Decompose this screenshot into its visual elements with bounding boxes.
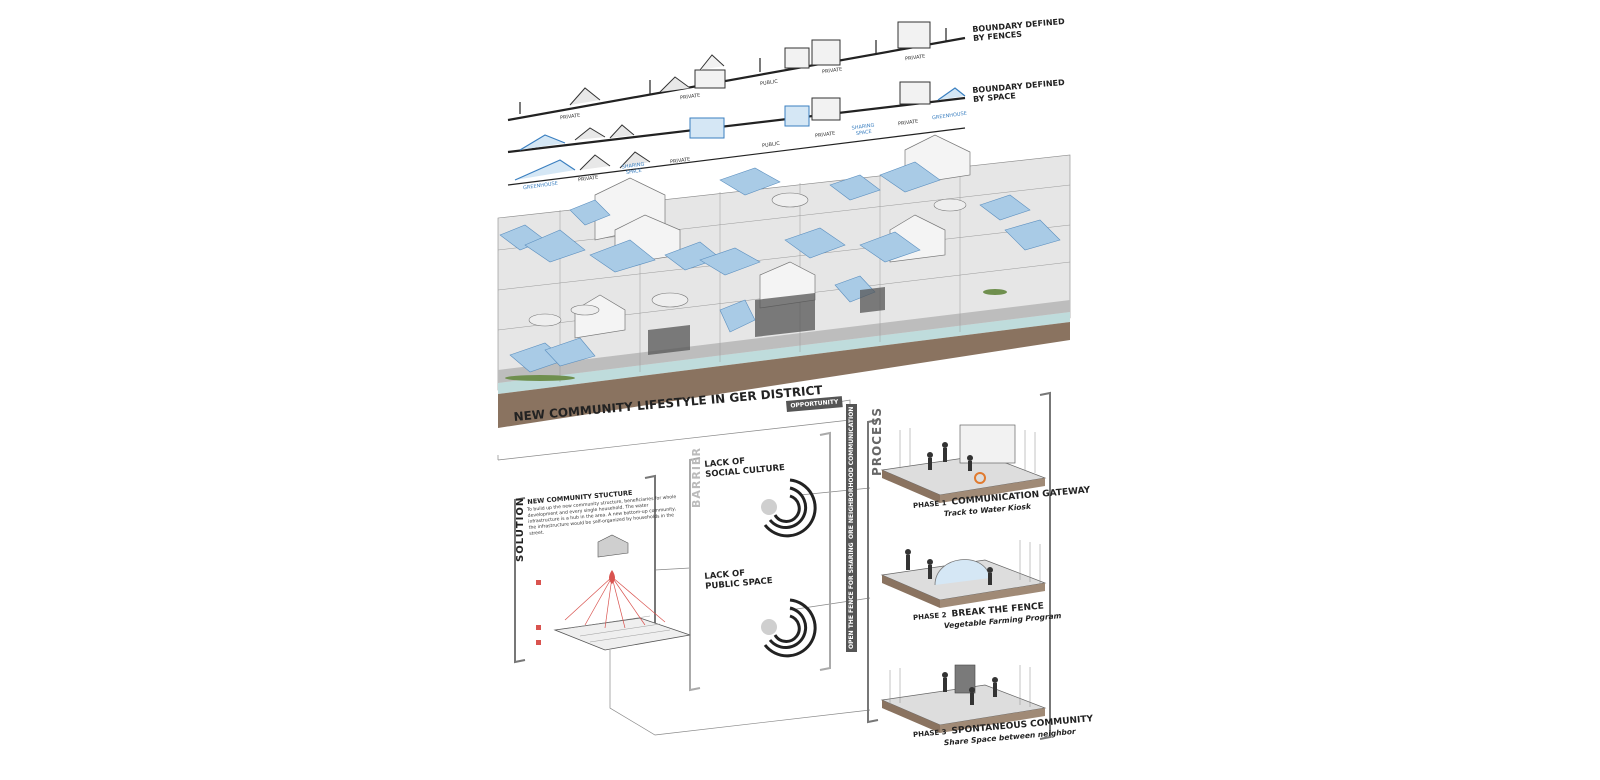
neighborhood-axonometric [497, 134, 1071, 428]
fence-section [507, 21, 966, 122]
barrier-tag: BARRIER [690, 447, 703, 508]
public-space-arcs [761, 598, 817, 658]
phase-3-platform [880, 664, 1047, 733]
connector-lines [497, 399, 871, 736]
phase-1-num: PHASE 1 [912, 499, 947, 510]
more-communication-tag: MORE NEIGHBORHOOD COMMUNICATION [846, 403, 857, 548]
ground-section [507, 127, 966, 186]
water-strip [498, 312, 1070, 394]
space-section [507, 81, 966, 154]
ground-edge [498, 322, 1070, 428]
barrier-bracket [689, 431, 831, 692]
process-bracket [867, 391, 1051, 740]
phase-1-platform [880, 424, 1047, 503]
phase-3-num: PHASE 3 [912, 728, 947, 739]
open-fence-tag: OPEN THE FENCE FOR SHARING [846, 539, 857, 652]
phase-2-platform [880, 540, 1047, 608]
solution-tag: SOLUTION [515, 496, 526, 562]
social-culture-arcs [761, 478, 817, 538]
process-tag: PROCESS [870, 407, 884, 476]
solution-network [536, 534, 691, 651]
phase-2-num: PHASE 2 [912, 611, 947, 622]
